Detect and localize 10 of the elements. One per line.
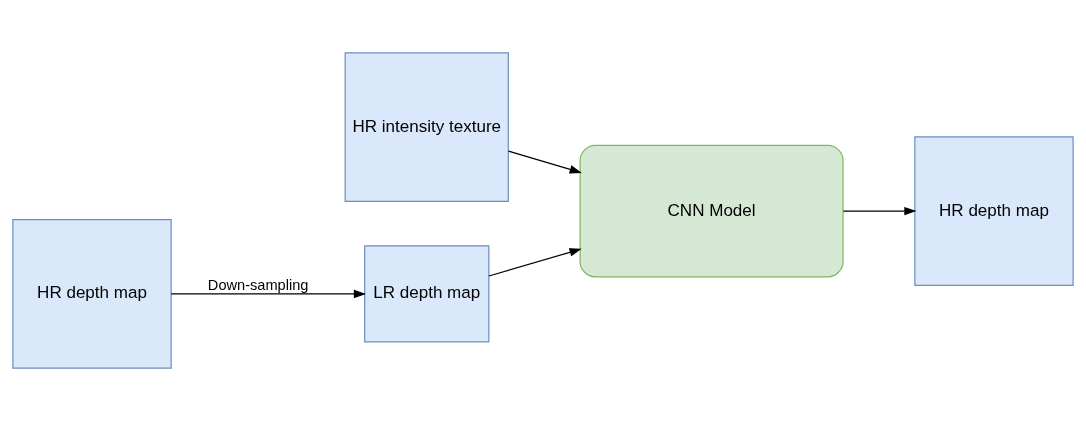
node-box: LR depth map [364,245,490,343]
arrow [842,206,917,216]
arrow [507,150,582,174]
edge-label: Down-sampling [207,276,309,293]
node-box: HR depth map [914,136,1074,286]
node-box: HR depth map [12,219,172,369]
arrow [170,289,367,299]
node-box: CNN Model [579,144,844,278]
arrow [488,248,582,277]
node-box: HR intensity texture [344,52,509,202]
